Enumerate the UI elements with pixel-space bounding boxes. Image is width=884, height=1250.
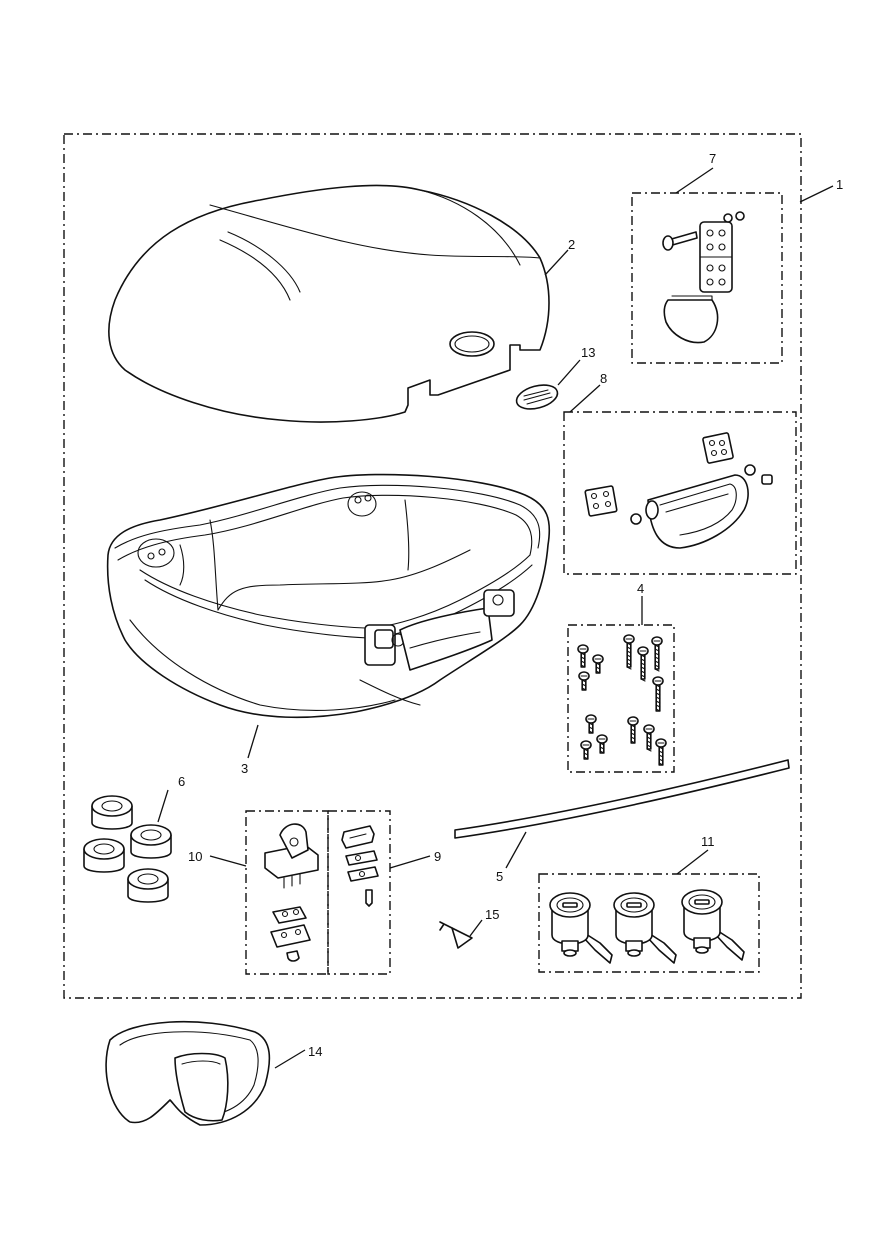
part-rubber-bushes	[83, 795, 172, 903]
screw	[577, 644, 589, 668]
catch-kit-frame	[327, 810, 391, 975]
callout-9: 9	[434, 849, 441, 864]
part-latch-kit	[264, 823, 319, 962]
screw	[652, 676, 664, 712]
latch-kit-frame	[245, 810, 329, 975]
callout-10: 10	[188, 849, 202, 864]
part-case-base	[106, 473, 551, 719]
screw	[627, 716, 639, 744]
part-catch-kit	[341, 825, 379, 907]
screw	[651, 636, 663, 672]
lock-barrel	[549, 892, 613, 964]
screw	[643, 724, 655, 752]
screw	[623, 634, 635, 670]
hinge-kit-frame	[631, 192, 783, 364]
callout-4: 4	[637, 581, 644, 596]
callout-3: 3	[241, 761, 248, 776]
callout-5: 5	[496, 869, 503, 884]
screw	[596, 734, 608, 754]
callout-2: 2	[568, 237, 575, 252]
lock-barrels-frame	[538, 873, 760, 973]
callout-1: 1	[836, 177, 843, 192]
part-lock-barrels	[549, 889, 745, 964]
callout-8: 8	[600, 371, 607, 386]
screw-set-frame	[567, 624, 675, 773]
callout-15: 15	[485, 907, 499, 922]
lock-barrel	[681, 889, 745, 961]
screw	[585, 714, 597, 734]
leader-lines	[157, 167, 834, 1069]
callout-14: 14	[308, 1044, 322, 1059]
part-key	[439, 921, 473, 949]
callout-labels: 1 2 3 4 5 6 7 8 9 10 11 13 14 15	[178, 151, 843, 1059]
callout-13: 13	[581, 345, 595, 360]
screw	[637, 646, 649, 682]
callout-7: 7	[709, 151, 716, 166]
part-badge	[515, 384, 559, 410]
part-backrest-pad	[105, 1020, 271, 1126]
assembly-boundary-frame	[63, 133, 802, 999]
part-seal-strip	[454, 759, 790, 839]
lock-barrel	[613, 892, 677, 964]
screw	[655, 738, 667, 766]
handle-kit-frame	[563, 411, 797, 575]
part-lid	[108, 184, 550, 423]
callout-6: 6	[178, 774, 185, 789]
screw	[580, 740, 592, 760]
screw	[578, 671, 590, 691]
part-screw-set	[577, 634, 667, 766]
part-hinge-kit	[662, 211, 745, 344]
part-handle-kit	[584, 432, 773, 549]
callout-11: 11	[701, 834, 715, 849]
screw	[592, 654, 604, 674]
